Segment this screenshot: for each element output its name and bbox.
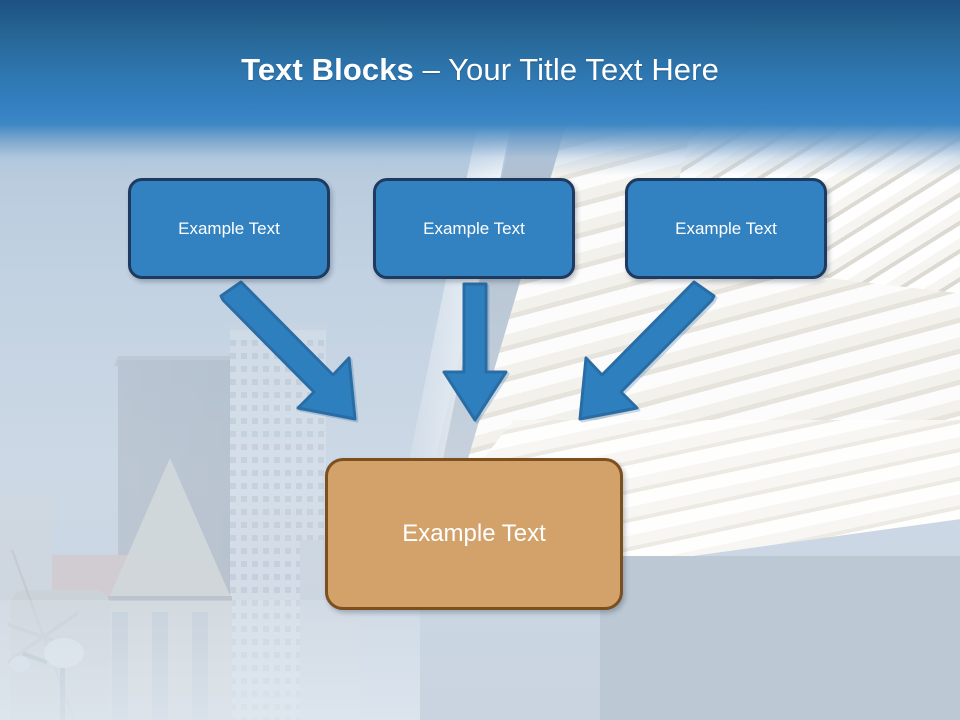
text-block-target[interactable]: Example Text	[325, 458, 623, 610]
text-block-1-label: Example Text	[178, 218, 280, 238]
text-block-2[interactable]: Example Text	[373, 178, 575, 279]
text-block-1[interactable]: Example Text	[128, 178, 330, 279]
arrow-down-icon	[442, 282, 510, 424]
arrow-down-left-icon	[578, 280, 718, 423]
title-bold-part: Text Blocks	[241, 52, 423, 87]
text-block-target-label: Example Text	[402, 520, 546, 547]
text-block-3-label: Example Text	[675, 218, 777, 238]
bottom-haze-overlay	[0, 600, 420, 720]
pyramid-roof	[108, 458, 232, 600]
text-block-2-label: Example Text	[423, 218, 525, 238]
title-rest-part: – Your Title Text Here	[422, 52, 719, 87]
pyramid-cornice	[108, 596, 232, 601]
arrow-down-right-icon	[219, 280, 359, 423]
page-title: Text Blocks – Your Title Text Here	[0, 50, 960, 90]
text-block-3[interactable]: Example Text	[625, 178, 827, 279]
ground-plane-right	[600, 556, 960, 720]
title-band	[0, 0, 960, 176]
